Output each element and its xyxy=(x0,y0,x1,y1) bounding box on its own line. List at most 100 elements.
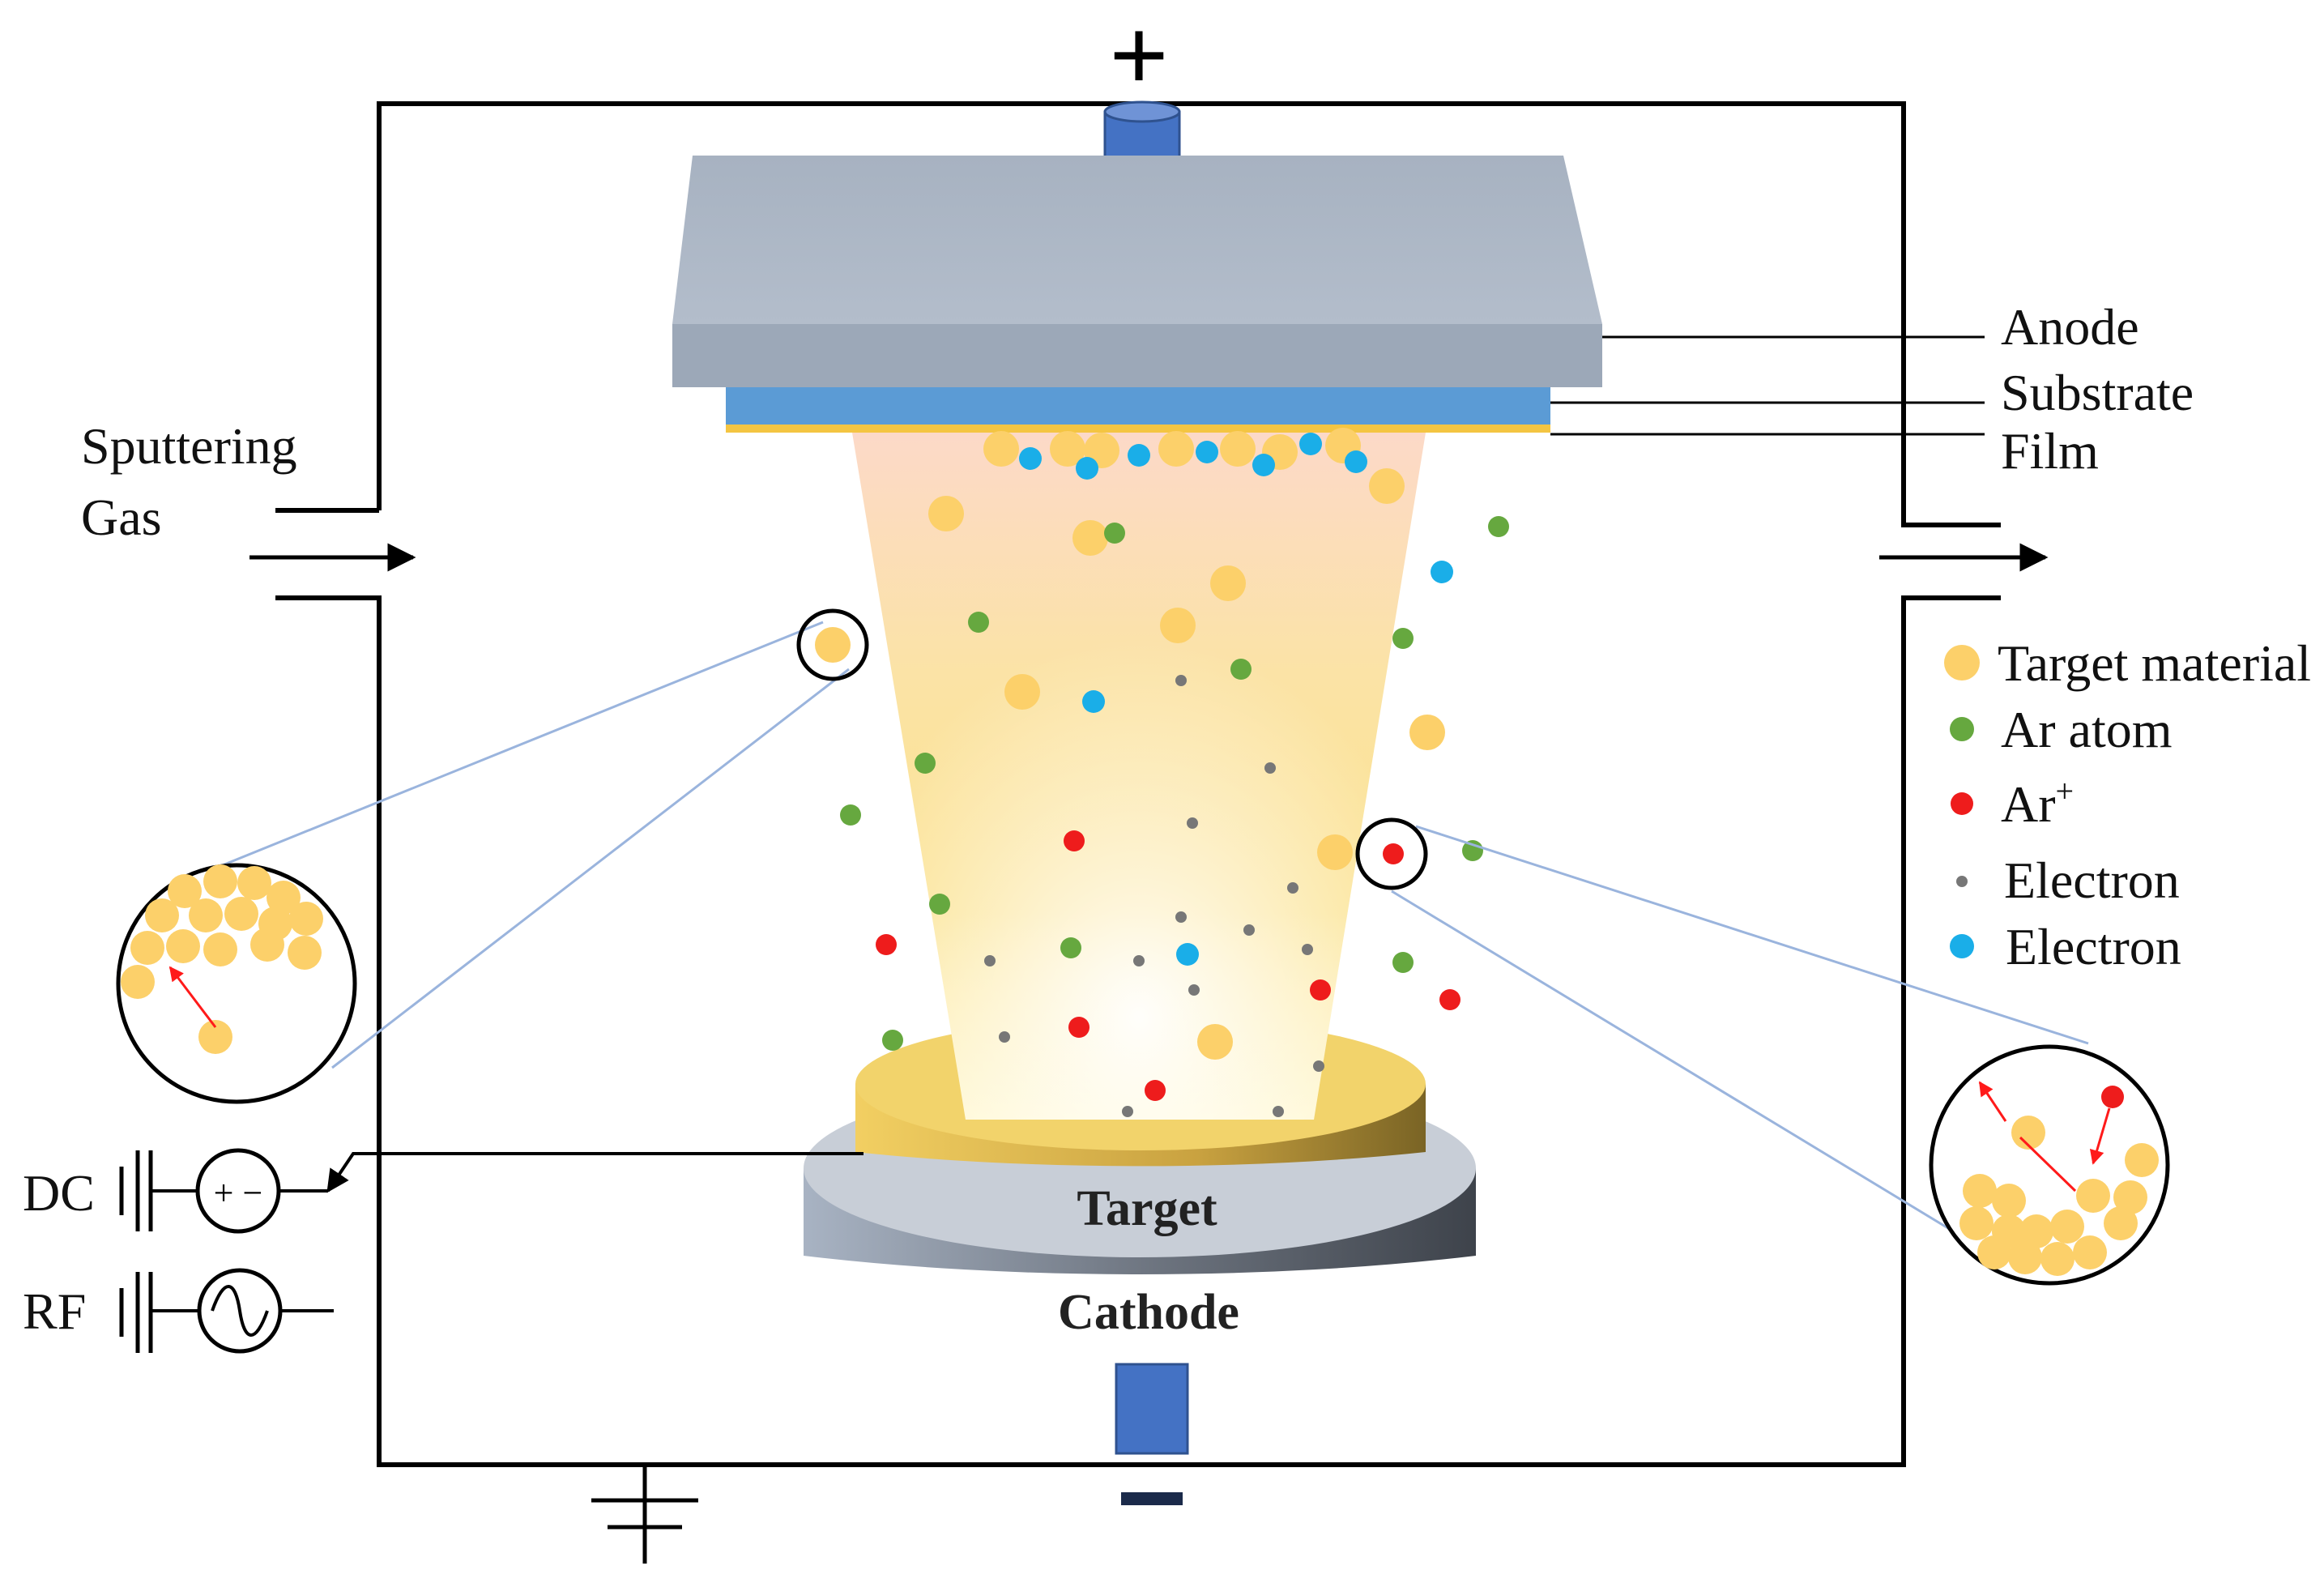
zoom-atom xyxy=(2050,1210,2084,1244)
legend: Target material Ar atom Ar+ Electron Ele… xyxy=(1944,634,2311,975)
zoom-atom xyxy=(288,936,322,970)
rf-label: RF xyxy=(23,1282,86,1340)
particle xyxy=(1187,817,1198,829)
particle xyxy=(1158,431,1194,467)
film-label: Film xyxy=(2001,422,2099,480)
zoom-atom xyxy=(203,932,237,966)
particle xyxy=(1019,447,1042,470)
particle xyxy=(1299,433,1322,455)
chamber-wall xyxy=(275,101,2001,1467)
legend-label-target-material: Target material xyxy=(1998,634,2311,692)
particle xyxy=(1122,1106,1133,1117)
zoom-atom xyxy=(189,898,223,932)
particle xyxy=(1220,431,1256,467)
callout-small-left xyxy=(796,608,869,681)
particle xyxy=(1252,454,1275,476)
film-layer xyxy=(726,425,1550,433)
zoom-atom xyxy=(2104,1206,2138,1240)
particle xyxy=(1082,690,1105,713)
particle xyxy=(1287,882,1298,894)
sputtering-label: Sputtering xyxy=(81,417,297,475)
particle xyxy=(1068,1017,1090,1038)
legend-label-ar-ion-sup: + xyxy=(2056,773,2075,809)
particle-cloud xyxy=(840,428,1509,1117)
particle xyxy=(915,753,936,774)
particle xyxy=(1345,450,1367,473)
zoom-atom xyxy=(2113,1180,2147,1214)
zoom-atom xyxy=(224,897,258,931)
cathode-label: Cathode xyxy=(1058,1285,1239,1340)
particle xyxy=(968,612,989,633)
particle xyxy=(1133,955,1145,966)
particle xyxy=(1302,944,1313,955)
particle xyxy=(1064,830,1085,851)
zoom-atom xyxy=(2040,1242,2075,1276)
legend-marker-ar-atom xyxy=(1950,717,1974,741)
positive-terminal: + xyxy=(1109,0,1169,114)
zoom-atom xyxy=(2076,1179,2110,1213)
particle xyxy=(1243,924,1255,936)
zoom-circle-deposition xyxy=(116,863,357,1104)
cathode-rod xyxy=(1115,1363,1189,1455)
particle xyxy=(929,894,950,915)
zoom-atom xyxy=(198,1020,232,1054)
legend-marker-electron-gray xyxy=(1956,876,1968,887)
zoom-atom xyxy=(130,931,164,965)
particle xyxy=(983,431,1019,467)
rf-power-source xyxy=(119,1268,334,1354)
sine-wave-icon xyxy=(211,1285,269,1337)
particle xyxy=(928,496,964,531)
zoom-atom xyxy=(2019,1214,2053,1248)
particle xyxy=(1076,457,1098,480)
legend-label-ar-atom: Ar atom xyxy=(2001,701,2173,758)
dc-label: DC xyxy=(23,1164,95,1222)
particle xyxy=(876,934,897,955)
zoom-atom xyxy=(2008,1240,2042,1274)
particle xyxy=(1273,1106,1284,1117)
legend-marker-ar-ion xyxy=(1951,792,1973,815)
particle xyxy=(882,1030,903,1051)
particle xyxy=(1060,937,1081,958)
particle xyxy=(1313,1060,1324,1072)
particle xyxy=(1128,444,1150,467)
anode-label: Anode xyxy=(2001,298,2139,356)
particle xyxy=(1392,952,1414,973)
particle xyxy=(1175,911,1187,923)
zoom-atom xyxy=(166,929,200,963)
particle xyxy=(1264,762,1276,774)
zoom-atom xyxy=(267,881,301,915)
particle xyxy=(1488,516,1509,537)
callout-small-right xyxy=(1355,817,1428,890)
zoom-atom xyxy=(1963,1174,1997,1208)
particle xyxy=(1197,1024,1233,1060)
legend-marker-electron-blue xyxy=(1950,934,1974,958)
anode-plate xyxy=(672,156,1602,387)
gas-label: Gas xyxy=(81,489,162,546)
particle xyxy=(984,955,996,966)
zoom-atom xyxy=(121,965,155,999)
particle xyxy=(1439,989,1460,1010)
zoom-ar-ion xyxy=(2101,1086,2124,1108)
ground-icon xyxy=(591,1465,698,1564)
particle xyxy=(1392,628,1414,649)
particle xyxy=(1409,715,1445,750)
particle xyxy=(1210,565,1246,601)
particle xyxy=(1104,523,1125,544)
dc-power-source xyxy=(119,1148,864,1234)
legend-label-ar-ion-text: Ar xyxy=(2001,775,2056,833)
particle xyxy=(1050,431,1085,467)
zoom-atom xyxy=(2011,1116,2045,1150)
particle xyxy=(1004,674,1040,710)
zoom-atom xyxy=(203,864,237,898)
zoom-atom xyxy=(1977,1235,2011,1269)
particle xyxy=(1175,675,1187,686)
zoom-callouts xyxy=(194,608,2089,1241)
zoom-atom xyxy=(145,898,179,932)
particle xyxy=(1145,1080,1166,1101)
particle xyxy=(1160,608,1196,643)
legend-label-electron-blue: Electron xyxy=(2006,918,2181,975)
negative-terminal xyxy=(1121,1492,1183,1505)
particle xyxy=(1196,441,1218,463)
label-leaders xyxy=(1550,335,1985,436)
